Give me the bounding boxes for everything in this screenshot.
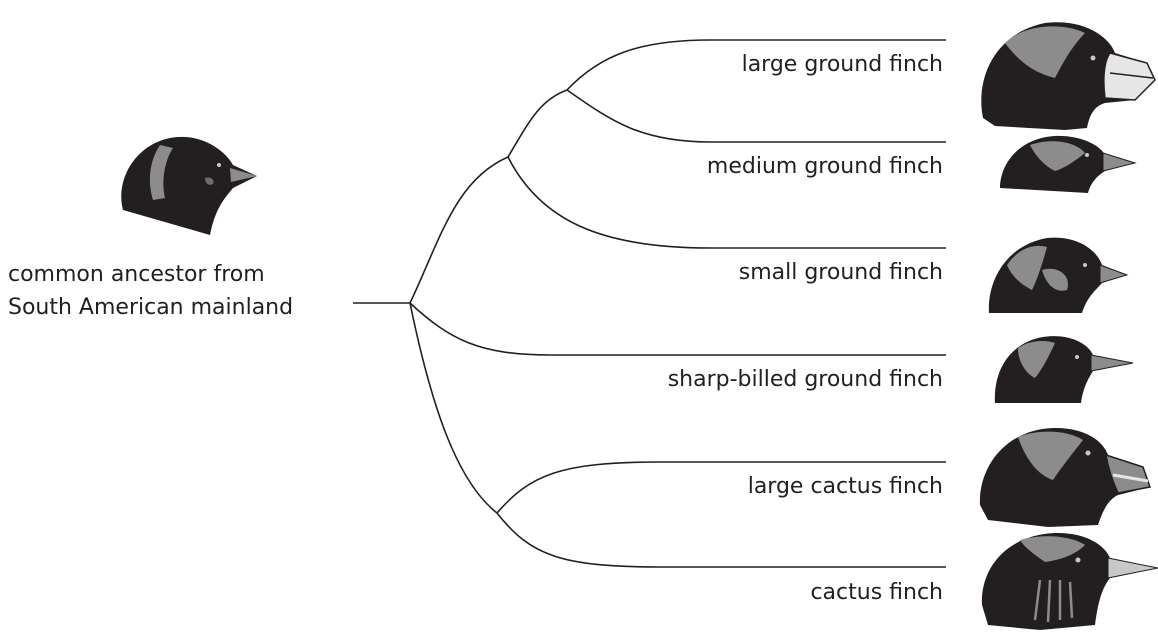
sharp-billed-ground-finch-head-image — [994, 336, 1134, 403]
species-label-medium-ground-finch: medium ground finch — [706, 154, 943, 179]
branch-large-ground-finch — [566, 39, 946, 91]
branch-cactus-finch — [496, 512, 946, 568]
medium-ground-finch-head-image — [1000, 135, 1137, 193]
branch-to-large-medium-node — [507, 89, 568, 158]
ancestor-label: common ancestor from South American main… — [8, 258, 348, 324]
ancestor-label-line1: common ancestor from — [8, 262, 265, 287]
phylogenetic-tree — [353, 39, 946, 568]
branch-root-to-cactus-node — [409, 302, 498, 514]
branch-sharp-billed-ground-finch — [409, 302, 946, 356]
species-label-sharp-billed-ground-finch: sharp-billed ground finch — [667, 367, 943, 392]
ancestor-finch-head-image — [121, 136, 257, 235]
large-ground-finch-head-image — [981, 22, 1156, 131]
species-label-small-ground-finch: small ground finch — [738, 260, 943, 285]
species-label-large-cactus-finch: large cactus finch — [747, 474, 943, 499]
large-cactus-finch-head-image — [979, 427, 1151, 527]
small-ground-finch-head-image — [988, 237, 1129, 313]
branch-large-cactus-finch — [496, 461, 946, 514]
species-label-cactus-finch: cactus finch — [810, 580, 943, 605]
cactus-finch-head-image — [981, 532, 1158, 630]
branch-root-to-ground-node — [409, 156, 509, 304]
branch-medium-ground-finch — [566, 89, 946, 143]
species-label-large-ground-finch: large ground finch — [741, 52, 943, 77]
branch-small-ground-finch — [507, 156, 946, 249]
ancestor-label-line2: South American mainland — [8, 295, 294, 320]
